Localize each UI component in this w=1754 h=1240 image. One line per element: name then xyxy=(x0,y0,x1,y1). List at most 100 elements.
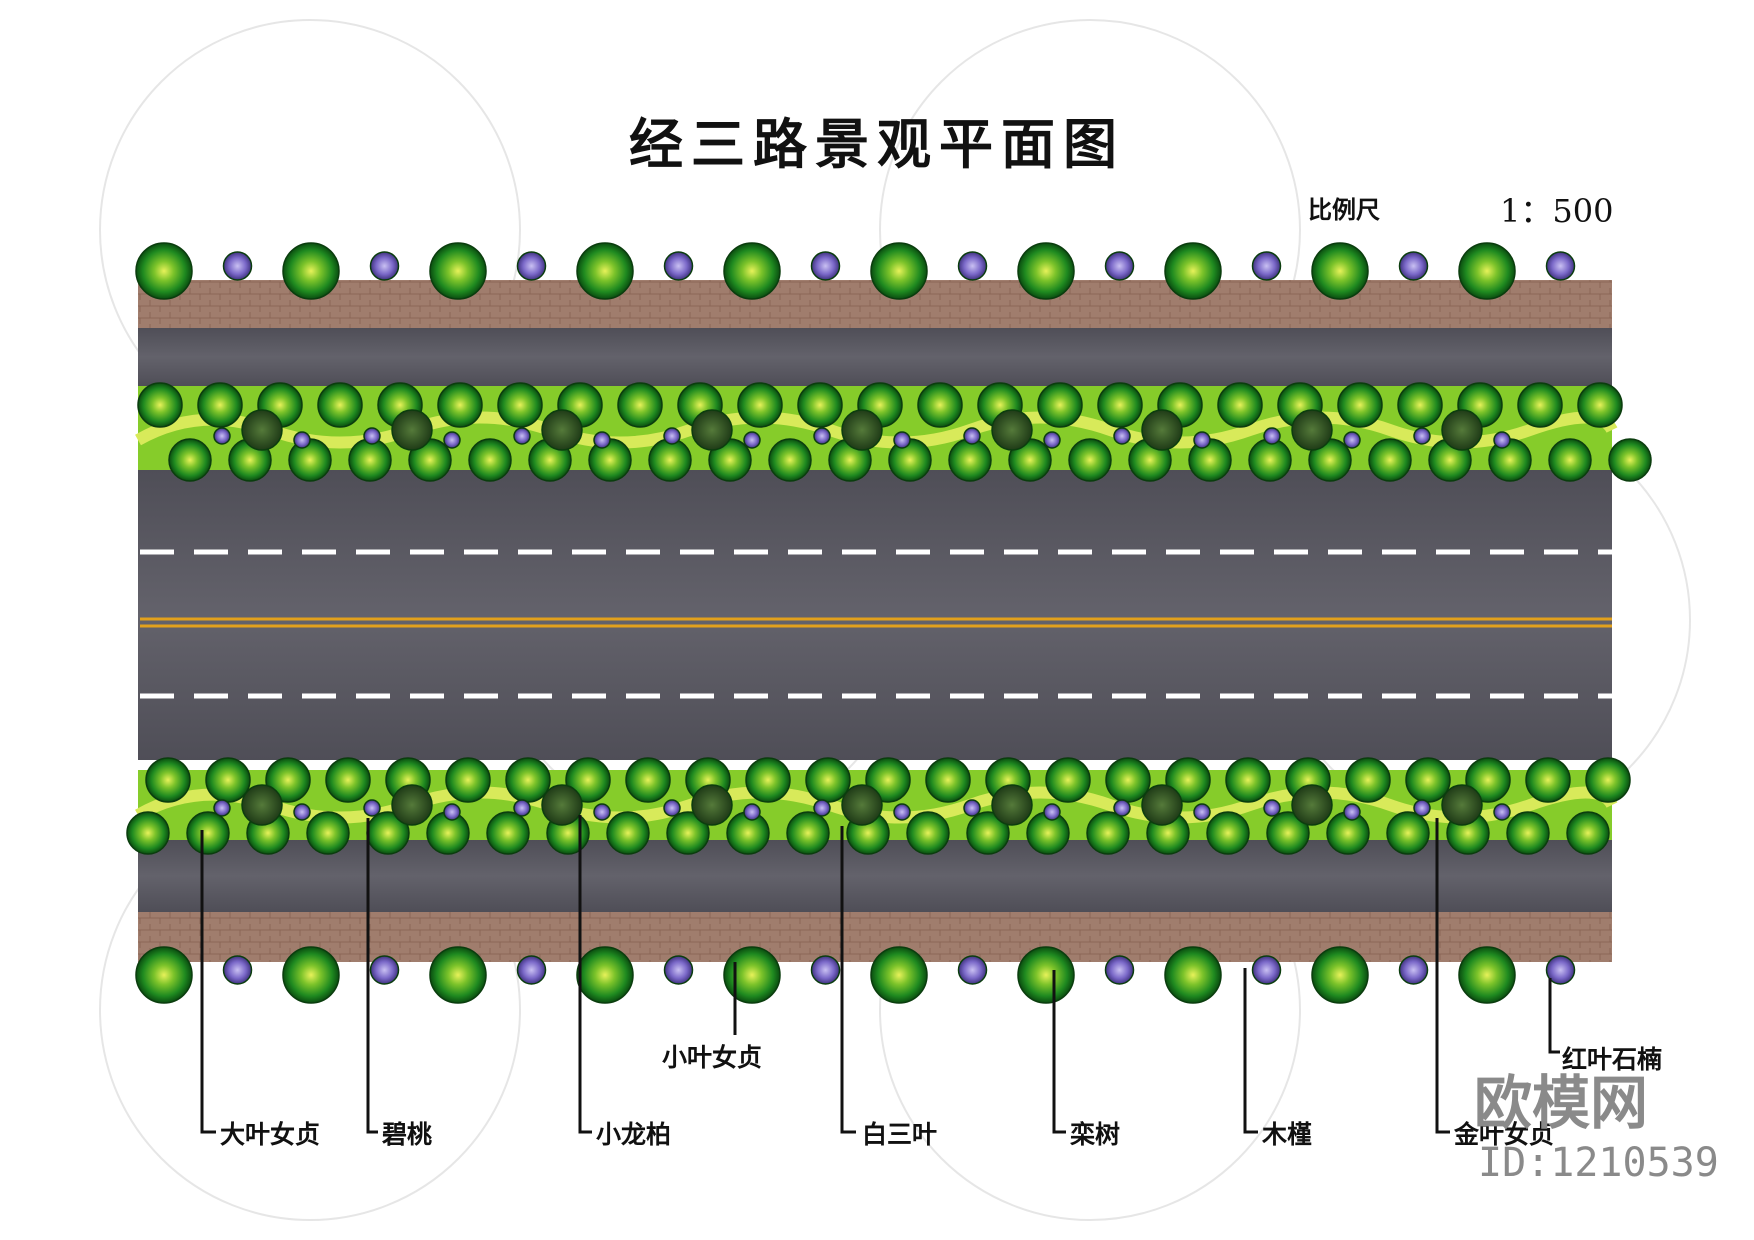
tree-canopy-icon xyxy=(966,811,1010,855)
evergreen-shrub-icon xyxy=(691,784,733,826)
tree-canopy-icon xyxy=(1548,438,1592,482)
evergreen-shrub-icon xyxy=(691,409,733,451)
tree-canopy-icon xyxy=(135,946,193,1004)
label-juniperus: 小龙柏 xyxy=(596,1120,672,1149)
tree-canopy-icon xyxy=(1585,757,1631,803)
flowering-shrub-icon xyxy=(593,431,611,449)
tree-canopy-icon xyxy=(1506,811,1550,855)
label-koelreuteria: 栾树 xyxy=(1070,1120,1121,1149)
flowering-shrub-icon xyxy=(963,799,981,817)
tree-canopy-icon xyxy=(617,382,663,428)
leader-lines xyxy=(200,815,1560,1134)
tree-canopy-icon xyxy=(1608,438,1652,482)
tree-canopy-icon xyxy=(282,242,340,300)
tree-canopy-icon xyxy=(135,242,193,300)
tree-canopy-icon xyxy=(666,811,710,855)
flowering-shrub-icon xyxy=(293,803,311,821)
evergreen-shrub-icon xyxy=(1291,409,1333,451)
evergreen-shrub-icon xyxy=(391,409,433,451)
flowering-shrub-icon xyxy=(663,955,694,985)
flowering-shrub-icon xyxy=(1343,803,1361,821)
flowering-shrub-icon xyxy=(293,431,311,449)
flowering-shrub-icon xyxy=(1113,799,1131,817)
label-trifolium: 白三叶 xyxy=(862,1120,938,1149)
tree-canopy-icon xyxy=(1566,811,1610,855)
leader-ligustrum-vicaryi xyxy=(1435,818,1450,1134)
label-photinia: 红叶石楠 xyxy=(1562,1045,1663,1074)
flowering-shrub-icon xyxy=(1251,955,1282,985)
flowering-shrub-icon xyxy=(513,427,531,445)
flowering-shrub-icon xyxy=(957,955,988,985)
tree-canopy-icon xyxy=(723,946,781,1004)
flowering-shrub-icon xyxy=(369,251,400,281)
tree-canopy-icon xyxy=(1337,382,1383,428)
evergreen-shrub-icon xyxy=(541,409,583,451)
flowering-shrub-icon xyxy=(363,427,381,445)
leader-koelreuteria xyxy=(1052,970,1066,1134)
flowering-shrub-icon xyxy=(1493,803,1511,821)
leader-photinia xyxy=(1548,978,1560,1054)
tree-canopy-icon xyxy=(205,757,251,803)
flowering-shrub-icon xyxy=(963,427,981,445)
leader-ligustrum-lucidum xyxy=(200,830,216,1134)
tree-canopy-icon xyxy=(745,757,791,803)
label-ligustrum-vicaryi: 金叶女贞 xyxy=(1454,1120,1555,1149)
flowering-shrub-icon xyxy=(1413,799,1431,817)
tree-canopy-icon xyxy=(1405,757,1451,803)
tree-canopy-icon xyxy=(1311,946,1369,1004)
flowering-shrub-icon xyxy=(743,431,761,449)
tree-canopy-icon xyxy=(1345,757,1391,803)
flowering-shrub-icon xyxy=(663,251,694,281)
label-ligustrum-quihoui: 小叶女贞 xyxy=(662,1043,763,1072)
tree-canopy-icon xyxy=(797,382,843,428)
tree-canopy-icon xyxy=(429,946,487,1004)
tree-canopy-icon xyxy=(786,811,830,855)
flowering-shrub-icon xyxy=(516,251,547,281)
leader-trifolium xyxy=(840,826,856,1134)
flowering-shrub-icon xyxy=(813,799,831,817)
page-title: 经三路景观平面图 xyxy=(629,113,1125,176)
tree-canopy-icon xyxy=(576,946,634,1004)
roadway-main xyxy=(138,470,1612,760)
tree-canopy-icon xyxy=(1045,757,1091,803)
tree-canopy-icon xyxy=(1525,757,1571,803)
tree-canopy-icon xyxy=(186,811,230,855)
flowering-shrub-icon xyxy=(1398,955,1429,985)
tree-canopy-icon xyxy=(197,382,243,428)
flowering-shrub-icon xyxy=(743,803,761,821)
tree-canopy-icon xyxy=(1458,946,1516,1004)
flowering-shrub-icon xyxy=(222,955,253,985)
tree-canopy-icon xyxy=(1386,811,1430,855)
tree-canopy-icon xyxy=(1017,946,1075,1004)
tree-canopy-icon xyxy=(768,438,812,482)
flowering-shrub-icon xyxy=(810,251,841,281)
flowering-shrub-icon xyxy=(1545,955,1576,985)
tree-canopy-icon xyxy=(468,438,512,482)
flowering-shrub-icon xyxy=(893,803,911,821)
evergreen-shrub-icon xyxy=(841,409,883,451)
tree-canopy-icon xyxy=(1037,382,1083,428)
tree-canopy-icon xyxy=(948,438,992,482)
tree-canopy-icon xyxy=(723,242,781,300)
evergreen-shrub-icon xyxy=(241,784,283,826)
tree-canopy-icon xyxy=(1086,811,1130,855)
flowering-shrub-icon xyxy=(1043,803,1061,821)
leader-hibiscus xyxy=(1243,968,1258,1134)
evergreen-shrub-icon xyxy=(1141,409,1183,451)
flowering-shrub-icon xyxy=(1545,251,1576,281)
tree-canopy-icon xyxy=(1017,242,1075,300)
tree-canopy-icon xyxy=(1217,382,1263,428)
tree-canopy-icon xyxy=(317,382,363,428)
sidewalk-top xyxy=(138,280,1612,328)
flowering-shrub-icon xyxy=(1193,803,1211,821)
flowering-shrub-icon xyxy=(957,251,988,281)
tree-canopy-icon xyxy=(576,242,634,300)
flowering-shrub-icon xyxy=(513,799,531,817)
tree-canopy-icon xyxy=(606,811,650,855)
flowering-shrub-icon xyxy=(813,427,831,445)
flowering-shrub-icon xyxy=(1043,431,1061,449)
tree-canopy-icon xyxy=(1206,811,1250,855)
flowering-shrub-icon xyxy=(222,251,253,281)
tree-canopy-icon xyxy=(1397,382,1443,428)
